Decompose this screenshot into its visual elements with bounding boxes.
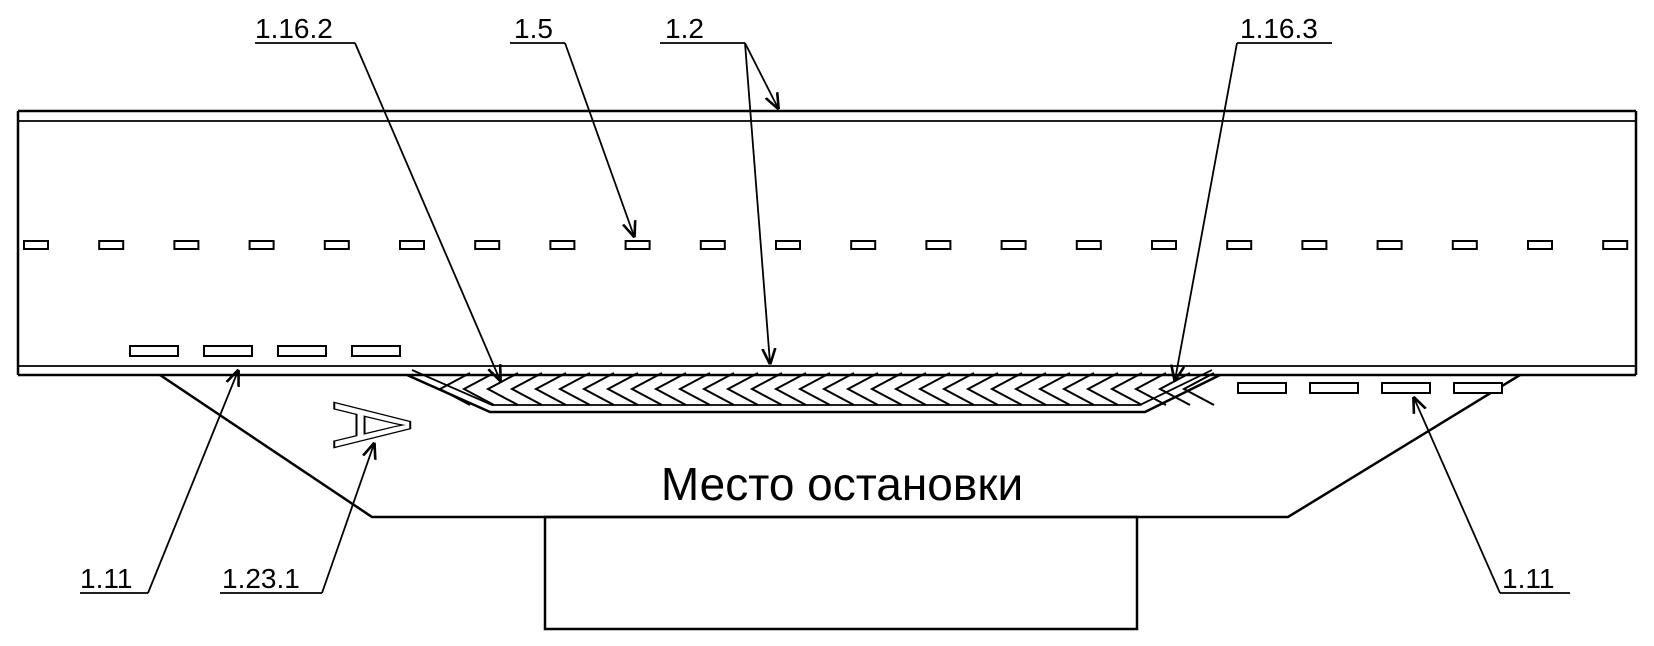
island-hatch: [406, 365, 1221, 414]
leader-1.11-right: 1.11: [1414, 398, 1570, 594]
center-dash: [248, 240, 275, 250]
hatch-chevron: [1085, 372, 1119, 406]
label-1-16-2: 1.16.2: [255, 13, 333, 44]
center-dash: [1451, 240, 1478, 250]
hatch-chevron: [677, 372, 711, 406]
center-dash: [549, 240, 576, 250]
hatch-chevron: [1037, 372, 1071, 406]
hatch-chevron: [581, 372, 615, 406]
road-letter: А: [311, 402, 434, 447]
hatch-chevron: [965, 372, 999, 406]
hatch-chevron: [797, 372, 831, 406]
hatch-chevron: [869, 372, 903, 406]
hatch-chevron: [701, 372, 735, 406]
leader-1.23.1: 1.23.1: [220, 444, 374, 594]
hatch-chevron: [557, 372, 591, 406]
center-dash: [850, 240, 877, 250]
label-1-16-3: 1.16.3: [1240, 13, 1318, 44]
hatch-chevron: [533, 372, 567, 406]
center-dash: [775, 240, 801, 250]
center-dash: [173, 240, 200, 250]
center-dash: [1602, 240, 1629, 250]
hatch-chevron: [437, 372, 471, 406]
center-dash: [624, 240, 651, 250]
hatch-chevron: [485, 372, 519, 406]
leader-1.16.2: 1.16.2: [255, 13, 500, 380]
label-1-23-1: 1.23.1: [222, 563, 300, 594]
hatch-chevron: [509, 372, 543, 406]
center-dash: [474, 240, 501, 250]
hatch-chevron: [893, 372, 927, 406]
center-dash: [323, 240, 350, 250]
hatch-chevron: [821, 372, 855, 406]
lane-dashes-left: [129, 345, 401, 357]
hatch-chevron: [1013, 372, 1047, 406]
hatch-chevron: [917, 372, 951, 406]
center-dash: [1527, 240, 1553, 250]
hatch-chevron: [1109, 372, 1143, 406]
leader-1.11-left: 1.11: [80, 371, 238, 594]
hatch-chevron: [845, 372, 879, 406]
leader-1.2: 1.2: [660, 13, 778, 363]
center-dash: [1151, 240, 1177, 250]
leader-1.5: 1.5: [510, 13, 634, 236]
hatch-chevron: [653, 372, 687, 406]
label-1-11-left: 1.11: [80, 563, 132, 594]
hatch-chevron: [773, 372, 807, 406]
center-dash: [1301, 240, 1328, 250]
hatch-chevron: [941, 372, 975, 406]
center-dash: [699, 240, 726, 250]
hatch-chevron: [605, 372, 639, 406]
center-dash: [925, 240, 952, 250]
center-dash: [1000, 240, 1027, 250]
hatch-chevron: [989, 372, 1023, 406]
center-dash: [1376, 240, 1403, 250]
center-dash: [23, 240, 49, 250]
hatch-chevron: [461, 372, 495, 406]
stop-platform: [543, 515, 1139, 631]
hatch-chevron: [1133, 372, 1167, 406]
label-1-11-right: 1.11: [1502, 563, 1554, 594]
stop-place-caption: Место остановки: [661, 458, 1023, 510]
hatch-chevron: [725, 372, 759, 406]
hatch-chevron: [1061, 372, 1095, 406]
hatch-chevron: [749, 372, 783, 406]
label-1-5: 1.5: [514, 13, 553, 44]
hatch-chevron: [629, 372, 663, 406]
label-1-2: 1.2: [665, 13, 704, 44]
road-letter-marking: А: [310, 401, 434, 448]
center-dash: [1226, 240, 1253, 250]
center-dashed-line: [23, 240, 1629, 250]
center-dash: [98, 240, 125, 250]
lane-dashes-right: [1237, 382, 1503, 394]
center-dash: [399, 240, 425, 250]
hatch-chevron: [1181, 372, 1215, 406]
center-dash: [1075, 240, 1102, 250]
leader-1.16.3: 1.16.3: [1175, 13, 1332, 380]
